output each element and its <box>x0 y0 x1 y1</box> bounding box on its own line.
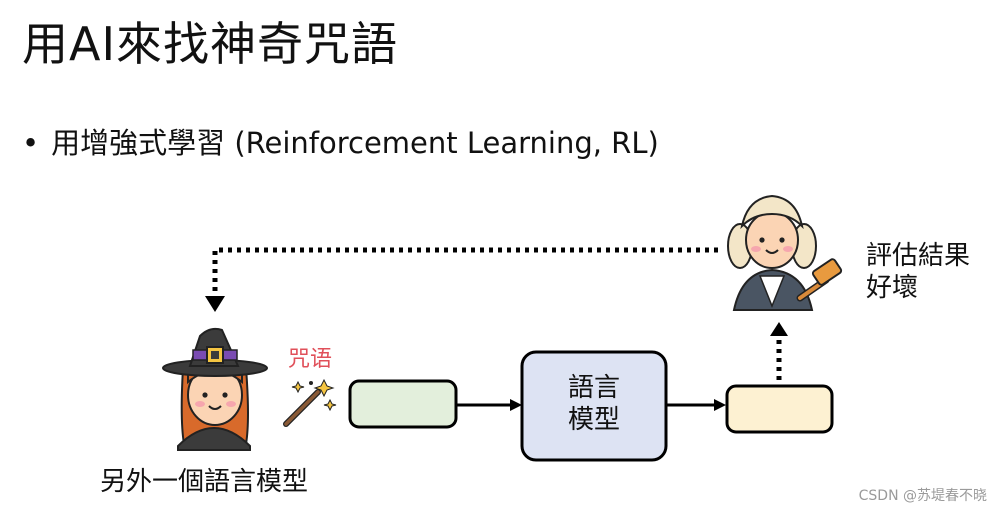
feedback-dotted-line <box>212 247 718 300</box>
spell-label: 咒语 <box>288 347 333 372</box>
magic-wand-icon <box>283 378 337 427</box>
input-to-model-arrowhead <box>510 399 522 411</box>
watermark: CSDN @苏堤春不晓 <box>858 488 987 504</box>
model-to-output-arrowhead <box>714 399 726 411</box>
input-box <box>348 379 458 429</box>
judge-label-line1: 評估結果 <box>866 241 971 271</box>
witch-icon <box>162 327 268 451</box>
judge-label: 評估結果 好壞 <box>866 240 970 304</box>
model-label: 語言 模型 <box>522 372 666 436</box>
bullet-dot: • <box>22 126 40 160</box>
bullet-text: 用增強式學習 (Reinforcement Learning, RL) <box>51 126 659 160</box>
model-label-line1: 語言 <box>567 373 620 403</box>
judge-label-line2: 好壞 <box>866 273 919 303</box>
feedback-arrowhead <box>205 296 225 312</box>
other-model-label: 另外一個語言模型 <box>100 467 309 497</box>
judge-icon <box>727 194 817 311</box>
model-box <box>520 350 668 462</box>
model-label-line2: 模型 <box>567 405 620 435</box>
bullet-point: • 用增強式學習 (Reinforcement Learning, RL) <box>22 120 659 162</box>
slide-title: 用AI來找神奇咒語 <box>22 17 399 71</box>
output-to-judge-arrowhead <box>770 322 788 336</box>
gavel-icon <box>796 258 843 302</box>
output-box <box>725 384 834 434</box>
